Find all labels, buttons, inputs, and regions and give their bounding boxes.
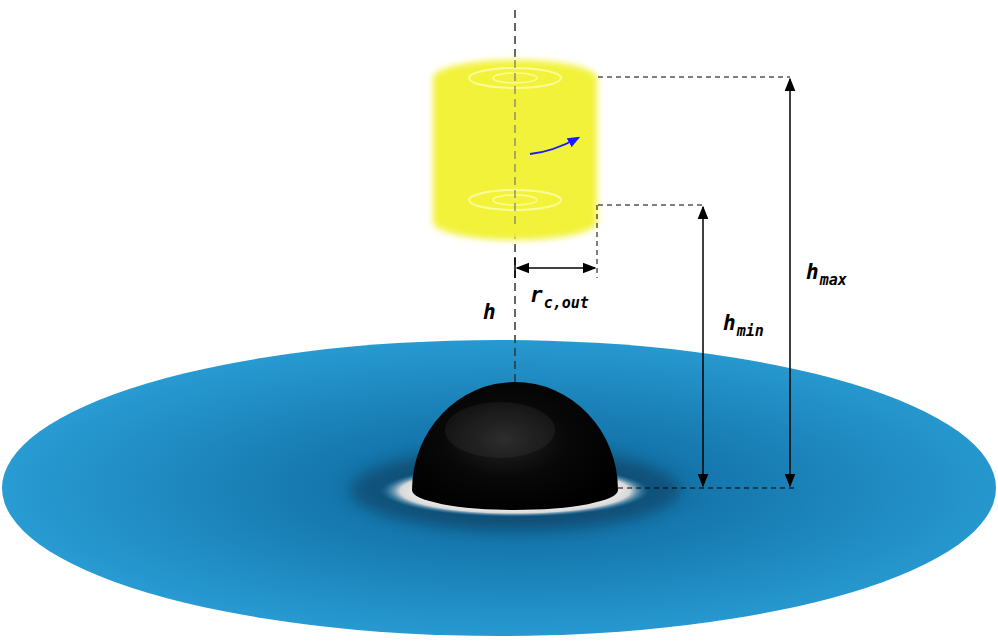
black-hole-highlight — [445, 402, 555, 458]
black-hole — [412, 382, 618, 510]
height-symbol: h — [483, 302, 496, 323]
rotation-arrow — [530, 138, 578, 154]
h-min-symbol: h — [723, 313, 736, 334]
symmetry-axis — [514, 60, 515, 225]
h-min-subscript: min — [737, 324, 764, 339]
guide-line — [600, 488, 795, 489]
h-max-symbol: h — [806, 262, 819, 283]
radius-symbol: r — [530, 285, 543, 306]
corona-cylinder — [433, 60, 597, 240]
radius-subscript: c,out — [544, 296, 589, 311]
corona-body — [433, 60, 597, 240]
symmetry-axis — [514, 10, 516, 382]
radius-arrow — [517, 267, 595, 269]
h-max-subscript: max — [820, 273, 847, 288]
guide-line — [598, 77, 790, 78]
h-min-arrow — [702, 207, 704, 486]
guide-line — [598, 205, 705, 206]
guide-line — [597, 205, 598, 278]
accretion-disk — [2, 340, 996, 636]
h-max-arrow — [789, 79, 791, 486]
guide-line — [514, 258, 516, 278]
